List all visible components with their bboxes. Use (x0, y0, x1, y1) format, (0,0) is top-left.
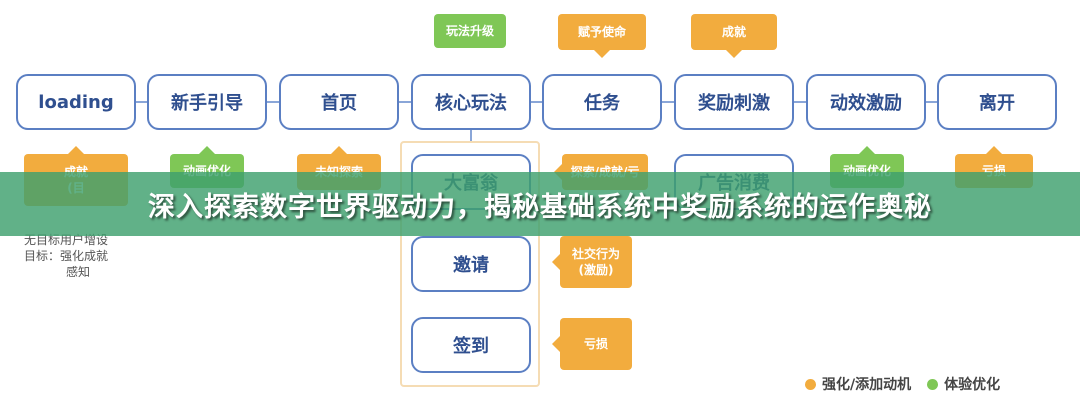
legend-orange-dot (805, 378, 816, 390)
node-reward-incentive: 奖励刺激 (674, 74, 794, 130)
callout-achievement: 成就 (691, 14, 777, 58)
node-checkin: 签到 (411, 317, 531, 373)
core-gameplay-subframe (400, 141, 540, 387)
title-banner: 深入探索数字世界驱动力，揭秘基础系统中奖励系统的运作奥秘 (0, 172, 1080, 236)
legend-orange-label: 强化/添加动机 (822, 377, 912, 393)
node-onboarding: 新手引导 (147, 74, 267, 130)
callout-grant-mission: 赋予使命 (558, 14, 646, 58)
node-invite: 邀请 (411, 236, 531, 292)
callout-social-behavior-sub: (激励) (578, 263, 614, 277)
goal-note-line2: 目标：强化成就 (24, 249, 109, 264)
callout-social-behavior: 社交行为 (激励) (552, 236, 632, 288)
node-tasks: 任务 (542, 74, 662, 130)
banner-title: 深入探索数字世界驱动力，揭秘基础系统中奖励系统的运作奥秘 (148, 191, 932, 223)
legend-green-dot (927, 378, 939, 390)
callout-gameplay-upgrade: 玩法升级 (434, 14, 506, 48)
goal-note: 无目标用户增设 目标：强化成就 感知 (24, 232, 144, 281)
goal-note-line1: 无目标用户增设 (24, 233, 109, 247)
legend: 强化/添加动机 体验优化 (805, 374, 1000, 394)
node-home: 首页 (279, 74, 399, 130)
node-loading: loading (16, 74, 136, 130)
node-leave: 离开 (937, 74, 1057, 130)
callout-social-behavior-text: 社交行为 (571, 246, 620, 261)
legend-green-label: 体验优化 (944, 377, 1001, 393)
node-motion-incentive: 动效激励 (806, 74, 926, 130)
node-core-gameplay: 核心玩法 (411, 74, 531, 130)
callout-checkin-loss: 亏损 (552, 318, 632, 370)
goal-note-line3: 感知 (66, 265, 91, 280)
